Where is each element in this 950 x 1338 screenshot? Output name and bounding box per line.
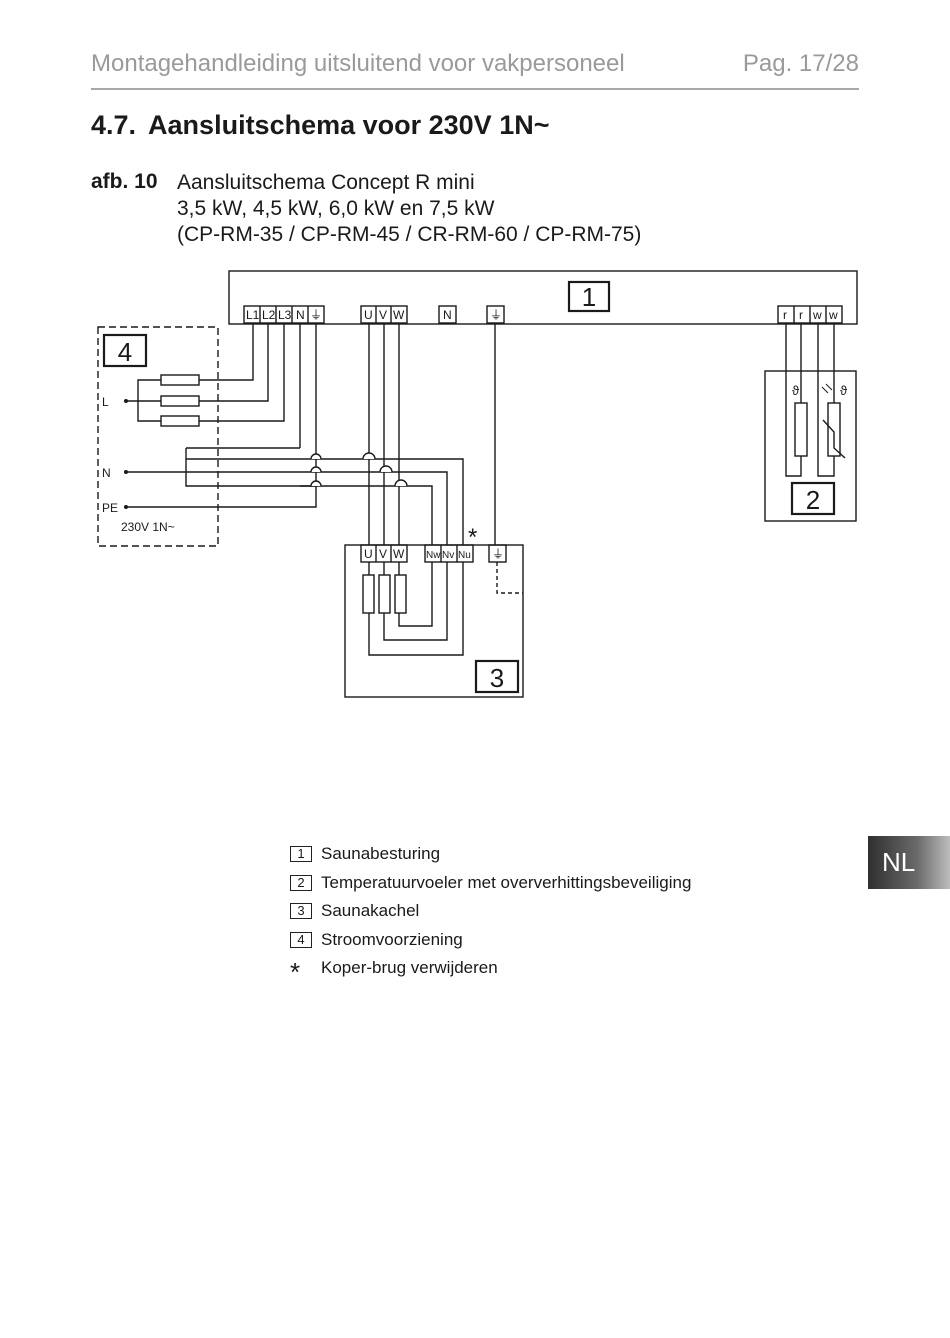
heater-number: 3	[490, 663, 504, 693]
figure-caption-line1: Aansluitschema Concept R mini	[177, 171, 475, 194]
legend-item: 4 Stroomvoorziening	[290, 926, 691, 955]
legend-item: 3 Saunakachel	[290, 897, 691, 926]
heating-element-3	[394, 574, 407, 614]
legend-box: 2	[290, 874, 312, 891]
section-title: 4.7. Aansluitschema voor 230V 1N~	[91, 110, 549, 141]
controller-terminal-v: V	[379, 308, 387, 322]
heater-number-frame	[474, 659, 520, 694]
controller-terminal-l2: L2	[262, 308, 276, 322]
heating-element-1	[362, 574, 375, 614]
fuse-l2	[160, 395, 200, 407]
header-title: Montagehandleiding uitsluitend voor vakp…	[91, 50, 625, 77]
terminal-n	[438, 305, 457, 324]
page-number: Pag. 17/28	[742, 50, 859, 77]
controller-number-frame	[567, 280, 611, 313]
section-title-text: Aansluitschema voor 230V 1N~	[148, 110, 550, 140]
controller-number: 1	[582, 282, 596, 312]
legend-item: * Koper-brug verwijderen	[290, 954, 691, 988]
supply-voltage-label: 230V 1N~	[121, 520, 175, 534]
legend-box: 1	[290, 846, 312, 863]
sensor-box	[764, 370, 857, 522]
sensor-number: 2	[806, 485, 820, 515]
copper-bridge-mark: *	[468, 524, 477, 551]
legend-box: 4	[290, 931, 312, 948]
sensor-symbol-1: ϑ	[792, 383, 800, 398]
wiring-diagram: L1 L2 L3 N ⏚ U V W N ⏚ r r w w U V W Nw …	[97, 270, 858, 698]
legend-text: Koper-brug verwijderen	[321, 958, 498, 978]
sensor-symbol-2: ϑ	[840, 383, 848, 398]
controller-terminal-l3: L3	[278, 308, 292, 322]
figure-caption: Aansluitschema Concept R mini 3,5 kW, 4,…	[177, 170, 641, 248]
legend-item: 2 Temperatuurvoeler met oververhittingsb…	[290, 869, 691, 898]
legend-text: Stroomvoorziening	[321, 929, 463, 949]
legend-item: 1 Saunabesturing	[290, 840, 691, 869]
legend-text: Saunakachel	[321, 901, 420, 921]
controller-terminal-w: W	[393, 308, 405, 322]
controller-terminal-n-left: N	[296, 308, 305, 322]
supply-pe-label: PE	[102, 501, 118, 515]
legend-star: *	[290, 957, 301, 988]
heater-terminal-v-label: V	[379, 547, 387, 561]
controller-terminal-l1: L1	[246, 308, 260, 322]
figure-label: afb. 10	[91, 170, 158, 193]
controller-box	[228, 270, 858, 325]
controller-terminal-n: N	[443, 308, 452, 322]
language-tab: NL	[868, 836, 950, 889]
supply-box	[97, 326, 219, 547]
controller-terminal-w1: w	[812, 308, 822, 322]
controller-terminal-r2: r	[799, 308, 803, 322]
heating-element-2	[378, 574, 391, 614]
supply-n-label: N	[102, 466, 111, 480]
heater-terminal-u-label: U	[364, 547, 373, 561]
controller-terminal-pe-left: ⏚	[310, 308, 322, 322]
heater-terminal-pe-label: ⏚	[492, 547, 504, 561]
controller-terminal-pe: ⏚	[490, 308, 502, 322]
controller-terminal-r1: r	[783, 308, 787, 322]
figure-caption-line3: (CP-RM-35 / CP-RM-45 / CR-RM-60 / CP-RM-…	[177, 223, 642, 246]
section-number: 4.7.	[91, 110, 137, 140]
page-header: Montagehandleiding uitsluitend voor vakp…	[91, 48, 859, 90]
supply-number: 4	[118, 337, 132, 367]
supply-l-label: L	[102, 395, 109, 409]
heater-terminal-nu-label: Nu	[458, 550, 471, 561]
heater-terminal-n	[424, 544, 474, 563]
figure-caption-line2: 3,5 kW, 4,5 kW, 6,0 kW en 7,5 kW	[177, 197, 495, 220]
fuse-l3	[160, 415, 200, 427]
heater-terminal-nv-label: Nv	[442, 550, 454, 561]
sensor-number-frame	[790, 481, 836, 516]
legend-box: 3	[290, 903, 312, 920]
temperature-sensor	[794, 402, 808, 457]
controller-terminal-w2: w	[828, 308, 838, 322]
controller-terminal-u: U	[364, 308, 373, 322]
legend: 1 Saunabesturing 2 Temperatuurvoeler met…	[290, 840, 691, 988]
heater-terminal-nw-label: Nw	[426, 550, 441, 561]
legend-text: Temperatuurvoeler met oververhittingsbev…	[321, 872, 692, 892]
fuse-l1	[160, 374, 200, 386]
heater-terminal-w-label: W	[393, 547, 405, 561]
supply-number-frame	[102, 333, 148, 368]
legend-text: Saunabesturing	[321, 844, 441, 864]
